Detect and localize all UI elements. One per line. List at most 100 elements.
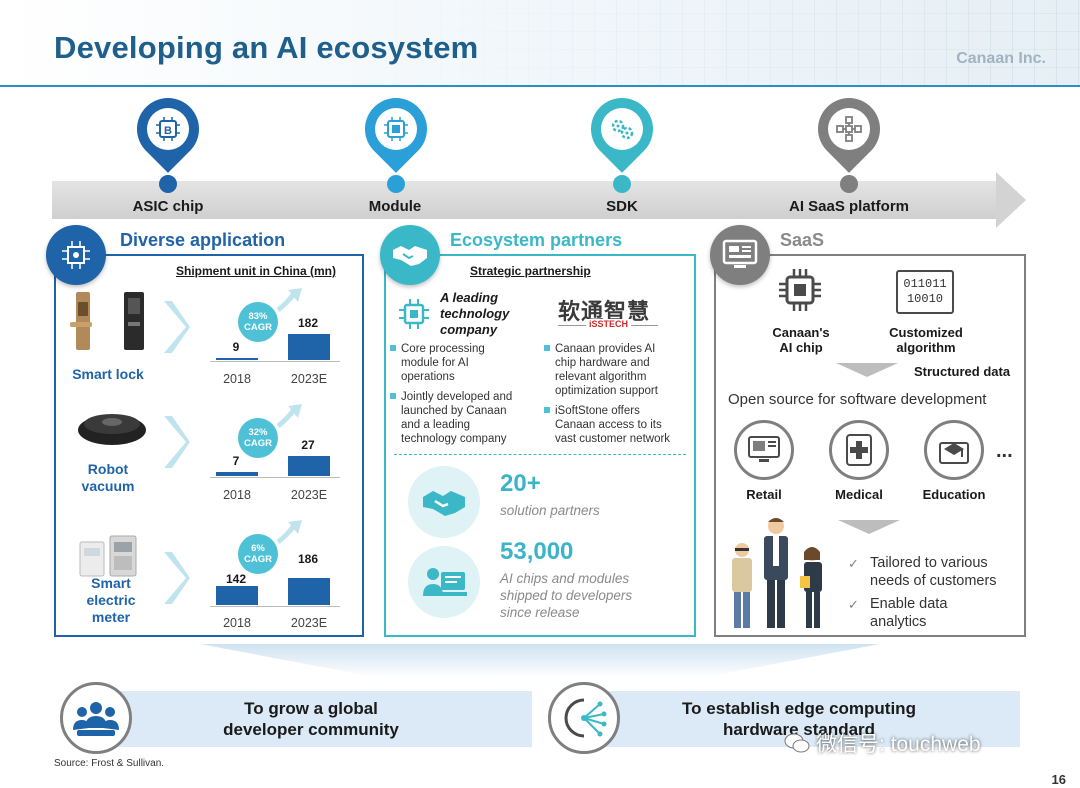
leading-company-label: A leading technology company bbox=[440, 290, 509, 338]
smart-meter-line3: meter bbox=[91, 609, 131, 625]
cagr-word: CAGR bbox=[244, 322, 272, 333]
wechat-icon bbox=[784, 733, 810, 753]
sdk-pin bbox=[578, 85, 666, 173]
gears-code-icon bbox=[601, 108, 643, 150]
shipment-subtitle: Shipment unit in China (mn) bbox=[176, 264, 336, 278]
retail-shop-icon bbox=[734, 420, 794, 480]
header-divider bbox=[0, 85, 1080, 87]
cagr-badge-robot-vacuum: 32%CAGR bbox=[238, 418, 278, 458]
saas-title: SaaS bbox=[780, 230, 825, 250]
cagr-value: 83% bbox=[248, 311, 268, 322]
asic-pin: B bbox=[124, 85, 212, 173]
year-label: 2018 bbox=[223, 488, 251, 502]
year-label: 2018 bbox=[223, 616, 251, 630]
community-people-icon bbox=[60, 682, 132, 754]
customized-algorithm-label: Customized algorithm bbox=[880, 325, 972, 355]
isoftstone-logo-en: iSSTECH bbox=[586, 319, 632, 329]
year-label: 2023E bbox=[290, 372, 328, 386]
dashed-divider bbox=[394, 454, 686, 455]
canaan-chip-label: Canaan's AI chip bbox=[756, 325, 846, 355]
bullet-text: vast customer network bbox=[555, 433, 671, 445]
growth-arrow-icon bbox=[276, 518, 304, 551]
smart-meter-line2: electric bbox=[86, 592, 136, 608]
robot-vacuum-image bbox=[76, 402, 148, 448]
label-smart-meter: Smart electric meter bbox=[66, 575, 156, 626]
stat-chips-number: 53,000 bbox=[500, 538, 574, 565]
education-cap-icon bbox=[924, 420, 984, 480]
smart-meter-line1: Smart bbox=[91, 575, 131, 591]
funnel-shape bbox=[200, 644, 880, 683]
more-ellipsis: ... bbox=[996, 440, 1013, 462]
stat-chips-line1: AI chips and modules bbox=[500, 571, 630, 586]
bullet-text: iSoftStone offers bbox=[555, 405, 640, 417]
chip-label-line2: AI chip bbox=[779, 340, 823, 355]
open-source-label: Open source for software development bbox=[728, 391, 987, 408]
cpu-module-icon bbox=[375, 108, 417, 150]
axis-line bbox=[210, 361, 340, 362]
watermark-text: 微信号: touchweb bbox=[816, 733, 981, 756]
down-triangle-icon bbox=[836, 363, 898, 382]
saas-pin bbox=[805, 85, 893, 173]
developer-computer-icon bbox=[408, 546, 480, 618]
label-robot-vacuum: Robot vacuum bbox=[63, 461, 153, 495]
smart-lock-black-image bbox=[118, 292, 150, 352]
cagr-value: 6% bbox=[251, 543, 265, 554]
bullet-square bbox=[544, 407, 550, 413]
sdk-dot bbox=[613, 175, 631, 193]
cagr-badge-smart-lock: 83%CAGR bbox=[238, 302, 278, 342]
smart-lock-image bbox=[70, 292, 104, 352]
page-title: Developing an AI ecosystem bbox=[54, 30, 479, 65]
chevron-right-icon bbox=[160, 414, 190, 475]
binary-line2: 10010 bbox=[906, 292, 943, 306]
edge-computing-icon bbox=[548, 682, 620, 754]
check1-line2: needs of customers bbox=[870, 573, 997, 589]
partners-handshake-icon bbox=[408, 466, 480, 538]
smart-meter-image bbox=[78, 534, 140, 578]
check-icon: ✓ bbox=[848, 597, 859, 612]
network-cubes-icon bbox=[828, 108, 870, 150]
bullet-text: chip hardware and bbox=[555, 357, 650, 369]
bar-value-2023: 182 bbox=[297, 316, 319, 330]
stat-partners-number: 20+ bbox=[500, 470, 541, 497]
bullet-text: Jointly developed and bbox=[401, 391, 513, 403]
stat-partners-text: solution partners bbox=[500, 503, 600, 518]
year-label: 2018 bbox=[223, 372, 251, 386]
sector-education: Education bbox=[922, 487, 986, 502]
bar-2023 bbox=[288, 456, 330, 476]
ecosystem-title: Ecosystem partners bbox=[450, 230, 623, 250]
medical-cross-icon bbox=[829, 420, 889, 480]
bar-value-2023: 186 bbox=[297, 552, 319, 566]
robot-vacuum-line1: Robot bbox=[87, 461, 129, 477]
bar-value-2018: 142 bbox=[225, 572, 247, 586]
bar-value-2023: 27 bbox=[301, 438, 315, 452]
algo-label-line2: algorithm bbox=[896, 340, 956, 355]
bitcoin-chip-icon: B bbox=[147, 108, 189, 150]
sector-medical: Medical bbox=[835, 487, 883, 502]
bullet-square bbox=[390, 393, 396, 399]
chevron-right-icon bbox=[160, 299, 190, 360]
bar-value-2018: 9 bbox=[232, 340, 240, 354]
bar-2018 bbox=[216, 358, 258, 360]
chip-label-line1: Canaan's bbox=[772, 325, 830, 340]
saas-dot bbox=[840, 175, 858, 193]
bar-2018 bbox=[216, 586, 258, 605]
stat-chips-line2: shipped to developers bbox=[500, 588, 633, 603]
cagr-value: 32% bbox=[248, 427, 268, 438]
svg-text:B: B bbox=[164, 125, 172, 137]
leading-line1: A leading bbox=[440, 290, 499, 305]
bullet-text: Canaan access to its bbox=[555, 419, 662, 431]
check2-line2: analytics bbox=[870, 614, 927, 630]
down-triangle-icon bbox=[838, 520, 900, 539]
leading-line2: technology bbox=[440, 306, 510, 321]
check-item-analytics: Enable data analytics bbox=[870, 595, 947, 631]
bullet-text: Canaan provides AI bbox=[555, 343, 656, 355]
bullet-square bbox=[390, 345, 396, 351]
ai-chip-icon bbox=[776, 266, 824, 319]
robot-vacuum-line2: vacuum bbox=[81, 478, 135, 494]
diverse-panel bbox=[54, 254, 364, 637]
bar-2023 bbox=[288, 578, 330, 605]
stat-chips-line3: since release bbox=[500, 605, 580, 620]
chevron-right-icon bbox=[160, 550, 190, 611]
brand-logo: Canaan Inc. bbox=[956, 50, 1046, 67]
check2-line1: Enable data bbox=[870, 596, 948, 612]
